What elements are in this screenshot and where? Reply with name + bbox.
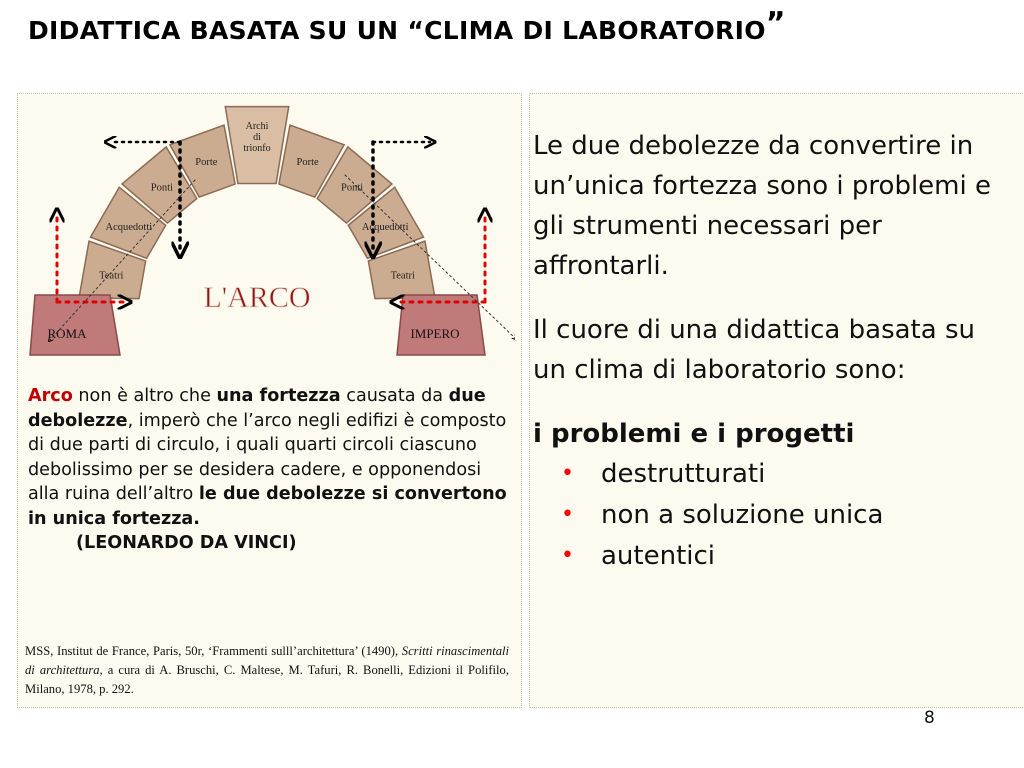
right-panel (529, 93, 1024, 708)
bullet-item: •non a soluzione unica (533, 495, 1013, 536)
arch-stone (278, 124, 346, 199)
stone-label: Teatri (99, 270, 123, 281)
right-text: Le due debolezze da convertire in un’uni… (533, 126, 1013, 577)
arch-title: L'ARCO (203, 281, 310, 314)
arch-stone (316, 145, 394, 225)
bullet-item: •autentici (533, 536, 1013, 577)
arch-stone (120, 145, 198, 225)
stone-label: Ponti (151, 183, 173, 194)
stone-label: Porte (297, 157, 320, 168)
stone-label: Ponti (341, 183, 363, 194)
arch-base-left: ROMA (29, 294, 121, 356)
stone-label: Acquedotti (106, 222, 153, 233)
arrow-thrust-right (344, 174, 515, 338)
arrow-thrust-left (50, 179, 196, 340)
base-left-label: ROMA (47, 326, 87, 341)
stone-label: Porte (195, 157, 218, 168)
left-panel (17, 93, 522, 708)
arch-stone (224, 105, 290, 185)
arch-base-right: IMPERO (396, 294, 486, 356)
arch-arrows (50, 142, 515, 340)
bibliographic-reference: MSS, Institut de France, Paris, 50r, ‘Fr… (25, 644, 509, 696)
stone-label: Teatri (391, 270, 415, 281)
arch-stone (89, 186, 167, 260)
bullet-item: •destrutturati (533, 454, 1013, 495)
arch-illustration: Teatri Acquedotti Ponti Porte Archiditrionfo… (29, 105, 515, 356)
stone-label: Acquedotti (362, 222, 409, 233)
arch-stone (168, 124, 236, 199)
quote-arco: Arco (28, 386, 73, 406)
stone-label: Archi (246, 121, 269, 132)
base-right-label: IMPERO (410, 326, 459, 341)
quote-author: (LEONARDO DA VINCI) (76, 533, 297, 553)
slide-title: DIDATTICA BASATA SU UN “CLIMA DI LABORAT… (28, 6, 786, 45)
arch-stones (78, 105, 436, 300)
bullet-dot-icon: • (561, 502, 574, 527)
paragraph-cuore: Il cuore di una didattica basata su un c… (533, 315, 975, 385)
bullet-list: •destrutturati •non a soluzione unica •a… (533, 454, 1013, 577)
leonardo-quote: Arco non è altro che una fortezza causat… (28, 384, 508, 556)
stone-label: trionfo (243, 143, 270, 154)
stone-label: di (253, 132, 261, 143)
bullet-dot-icon: • (561, 543, 574, 568)
heading-problemi: i problemi e i progetti (533, 419, 855, 449)
arch-stone (347, 186, 425, 260)
paragraph-debolezze: Le due debolezze da convertire in un’uni… (533, 131, 991, 281)
page-number: 8 (924, 708, 935, 728)
bullet-dot-icon: • (561, 461, 574, 486)
